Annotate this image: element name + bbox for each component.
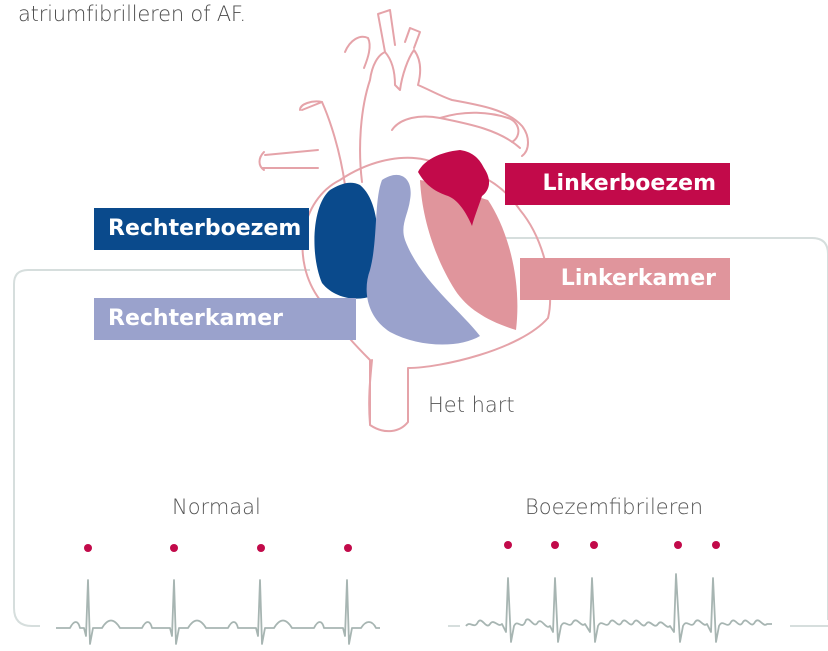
heart-caption: Het hart: [428, 393, 515, 417]
af-dot-4: [674, 541, 682, 549]
ecg-af-label: Boezemfibrileren: [525, 495, 703, 519]
label-left-atrium: Linkerboezem: [505, 163, 730, 205]
label-right-atrium: Rechterboezem: [94, 208, 309, 250]
ecg-af-trace: [466, 574, 772, 642]
normal-dot-2: [170, 544, 178, 552]
normal-dot-4: [344, 544, 352, 552]
label-left-ventricle: Linkerkamer: [520, 258, 730, 300]
af-dot-2: [551, 541, 559, 549]
af-dot-1: [504, 541, 512, 549]
beat-dots: [84, 541, 720, 552]
label-right-ventricle: Rechterkamer: [94, 298, 356, 340]
af-dot-5: [712, 541, 720, 549]
ecg-normal-label: Normaal: [172, 495, 261, 519]
normal-dot-1: [84, 544, 92, 552]
af-dot-3: [590, 541, 598, 549]
normal-dot-3: [257, 544, 265, 552]
ecg-normal-trace: [56, 580, 380, 644]
